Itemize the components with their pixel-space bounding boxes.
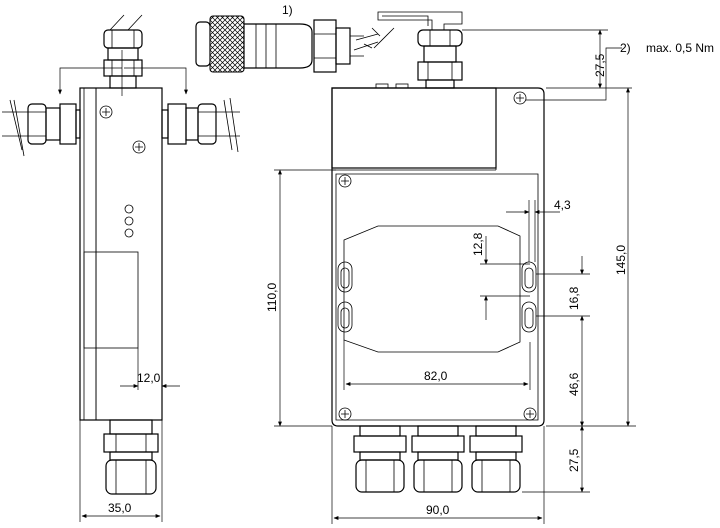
screw-icon <box>132 140 146 154</box>
torque-note: max. 0,5 Nm <box>646 41 714 55</box>
dim-27-5-top: 27,5 <box>593 53 607 77</box>
cable-gland-icon <box>103 14 143 89</box>
dim-35: 35,0 <box>108 501 132 515</box>
dim-145: 145,0 <box>614 245 628 275</box>
screw-icon <box>99 105 113 119</box>
screw-icon <box>513 91 527 105</box>
dim-12: 12,0 <box>137 371 161 385</box>
cable-gland-icon <box>353 425 407 493</box>
connector-icon <box>195 15 364 73</box>
dim-12-8: 12,8 <box>471 232 485 256</box>
dim-46-6: 46,6 <box>567 372 581 396</box>
cable-gland-icon <box>411 425 465 493</box>
dim-110: 110,0 <box>265 283 279 312</box>
cable-gland-icon <box>161 97 240 153</box>
dimensions: 1) 27,5 2) max. 0,5 Nm 145,0 110,0 4,3 1… <box>265 3 714 524</box>
screw-icon <box>523 407 537 421</box>
dim-27-5-bottom: 27,5 <box>567 448 581 472</box>
cable-gland-icon <box>469 425 523 493</box>
dim-82: 82,0 <box>424 369 448 383</box>
cable-gland-icon <box>417 29 463 89</box>
dim-4-3: 4,3 <box>554 198 571 212</box>
screw-icon <box>338 407 352 421</box>
front-view <box>195 11 545 493</box>
cable-gland-icon <box>2 99 81 157</box>
screw-icon <box>338 174 352 188</box>
dim-90: 90,0 <box>426 503 450 517</box>
side-view: 12,0 35,0 <box>2 14 240 522</box>
cable-gland-icon <box>103 419 159 495</box>
dim-16-8: 16,8 <box>567 286 581 310</box>
connector-note: 1) <box>282 3 293 17</box>
torque-ref: 2) <box>620 41 631 55</box>
